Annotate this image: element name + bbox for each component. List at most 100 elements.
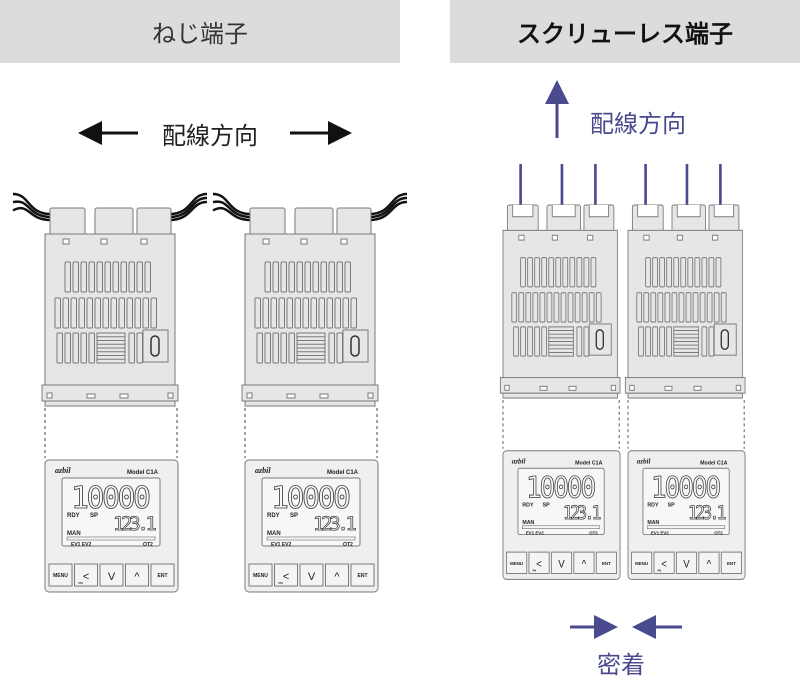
button-4[interactable]: ENT xyxy=(150,563,175,587)
vent-slot xyxy=(312,261,319,293)
vent-slot xyxy=(126,297,133,329)
terminal-hole xyxy=(140,238,148,245)
button-0[interactable]: MENU xyxy=(506,551,528,575)
indicator-ev: EV1 EV2 xyxy=(651,530,669,535)
vent-slot xyxy=(64,261,71,293)
vent-slot xyxy=(272,332,279,364)
button-frame xyxy=(720,551,742,575)
vent-slot xyxy=(713,292,720,323)
terminal-slot xyxy=(637,205,659,218)
vent-slot xyxy=(110,297,117,329)
button-label-ent: ENT xyxy=(158,573,168,579)
bar-indicator xyxy=(647,525,726,529)
vent-slot xyxy=(262,297,269,329)
bar-indicator xyxy=(522,525,601,529)
button-0[interactable]: MENU xyxy=(631,551,653,575)
vent-slot xyxy=(520,326,526,357)
button-3[interactable]: ^ xyxy=(698,551,720,575)
vent-slot xyxy=(270,297,277,329)
brand-logo: azbil xyxy=(55,466,71,475)
vent-slot xyxy=(645,326,651,357)
button-4[interactable]: ENT xyxy=(720,551,742,575)
vent-slot xyxy=(96,261,103,293)
indicator-man: MAN xyxy=(647,520,659,526)
button-0[interactable]: MENU xyxy=(248,563,273,587)
vent-slot xyxy=(694,257,701,288)
housing xyxy=(244,233,376,389)
button-frame xyxy=(573,551,595,575)
vent-slot xyxy=(326,297,333,329)
terminal-hole xyxy=(712,234,719,241)
vent-slot xyxy=(320,261,327,293)
vent-slot xyxy=(666,326,672,357)
vent-slot xyxy=(136,261,143,293)
button-4[interactable]: ENT xyxy=(350,563,375,587)
button-2[interactable]: V xyxy=(299,563,324,587)
button-1[interactable]: <PN xyxy=(653,551,675,575)
vent-slot xyxy=(280,332,287,364)
base-hole xyxy=(319,393,329,399)
button-3[interactable]: ^ xyxy=(573,551,595,575)
close-contact-label: 密着 xyxy=(597,651,645,679)
base-hole xyxy=(693,385,702,391)
connector-icon xyxy=(720,329,729,351)
mount-foot xyxy=(244,400,376,407)
vent-slot xyxy=(638,326,644,357)
connector-icon xyxy=(350,335,360,357)
button-3[interactable]: ^ xyxy=(125,563,149,587)
button-1[interactable]: <PN xyxy=(274,563,298,587)
button-4[interactable]: ENT xyxy=(595,551,617,575)
terminal-slot xyxy=(512,205,534,218)
vent-slot xyxy=(80,332,87,364)
vent-slot xyxy=(520,257,526,288)
button-2[interactable]: V xyxy=(550,551,573,575)
button-label-v: V xyxy=(108,571,116,583)
wire xyxy=(12,207,52,222)
vent-slot xyxy=(144,261,151,293)
button-3[interactable]: ^ xyxy=(325,563,349,587)
header-screwless-terminal: スクリューレス端子 xyxy=(450,0,800,63)
button-1[interactable]: <PN xyxy=(74,563,98,587)
vent-slot xyxy=(555,257,562,288)
button-2[interactable]: V xyxy=(99,563,124,587)
terminal-hole xyxy=(100,238,108,245)
base-hole xyxy=(246,392,253,399)
terminal-slot xyxy=(551,205,576,218)
wire xyxy=(168,200,208,222)
vent-slot xyxy=(534,257,540,288)
vent-slot xyxy=(548,257,555,288)
vent-slot xyxy=(671,292,678,323)
vent-slot xyxy=(583,326,590,357)
base-hole xyxy=(629,384,635,391)
vent-slot xyxy=(650,292,657,323)
button-1[interactable]: <PN xyxy=(528,551,550,575)
button-sub-label: PN xyxy=(279,581,283,585)
button-2[interactable]: V xyxy=(675,551,698,575)
button-label-^: ^ xyxy=(582,559,587,571)
vent-slot xyxy=(706,292,713,323)
vent-slot xyxy=(280,261,287,293)
base-hole xyxy=(610,384,617,391)
bar-indicator xyxy=(66,536,156,541)
button-frame xyxy=(506,551,528,575)
wire xyxy=(12,192,52,216)
button-frame xyxy=(631,551,653,575)
indicator-man: MAN xyxy=(522,520,534,526)
button-label-^: ^ xyxy=(134,571,140,583)
vent-slot xyxy=(88,261,95,293)
button-label-menu: MENU xyxy=(253,573,268,579)
vent-slot xyxy=(574,292,581,323)
vent-slot xyxy=(118,297,125,329)
button-frame xyxy=(150,563,175,587)
button-frame xyxy=(325,563,349,587)
button-0[interactable]: MENU xyxy=(48,563,73,587)
vent-slot xyxy=(256,332,263,364)
vent-slot xyxy=(254,297,261,329)
vent-slot xyxy=(708,326,715,357)
brand-logo: azbil xyxy=(637,456,652,465)
button-frame xyxy=(125,563,149,587)
sp-display: 123.1 xyxy=(563,503,602,524)
vent-slot xyxy=(120,261,127,293)
wiring-direction-label-right: 配線方向 xyxy=(590,110,686,138)
